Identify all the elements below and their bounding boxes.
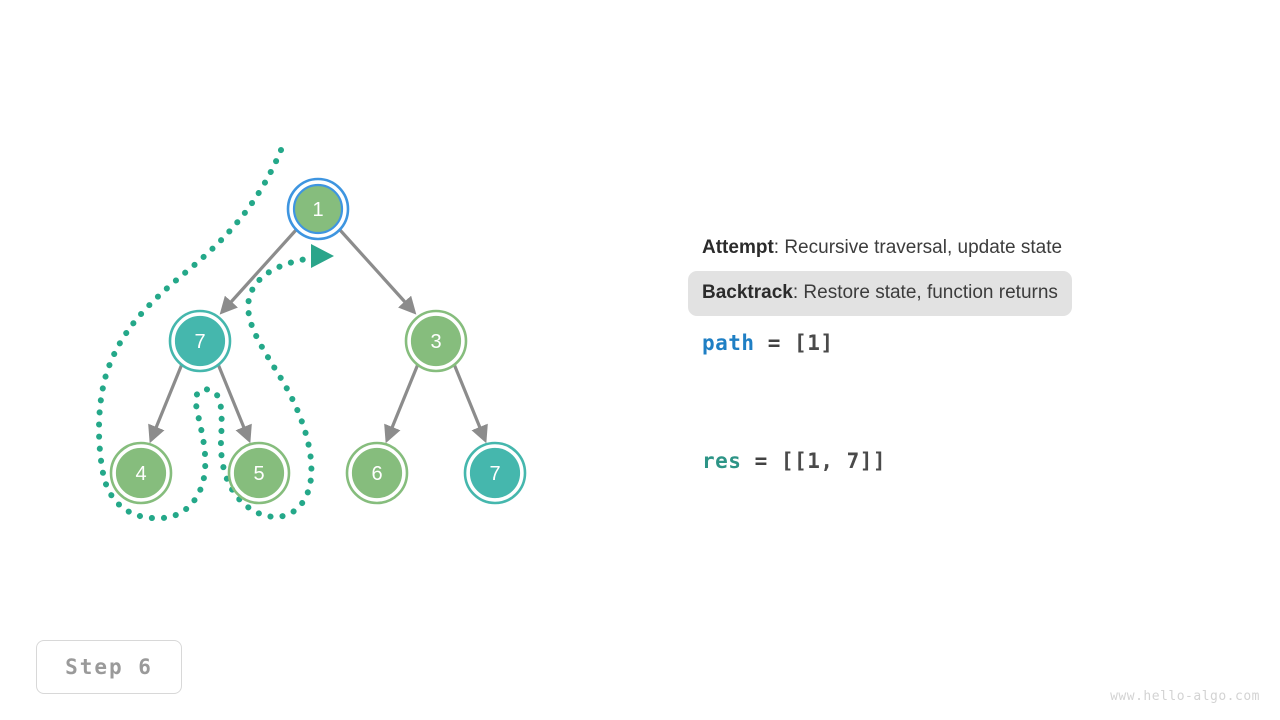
node-6-body bbox=[351, 447, 403, 499]
path-variable-name: path bbox=[702, 331, 755, 355]
tree-nodes: 1 7 3 4 5 bbox=[109, 177, 527, 505]
node-3-outer-ring bbox=[404, 309, 468, 373]
traversal-path-dotted bbox=[96, 147, 334, 522]
tree-edges bbox=[148, 228, 488, 444]
edge-3-7r bbox=[452, 363, 488, 444]
edge-7-5 bbox=[216, 363, 252, 444]
node-7r-outer-ring bbox=[463, 441, 527, 505]
node-7l-outer-ring bbox=[168, 309, 232, 373]
backtrack-description: : Restore state, function returns bbox=[792, 282, 1058, 303]
node-6-outer-ring bbox=[345, 441, 409, 505]
tree-node-3[interactable]: 3 bbox=[404, 309, 468, 373]
node-5-label: 5 bbox=[253, 463, 264, 485]
tree-node-1[interactable]: 1 bbox=[286, 177, 350, 241]
edge-1-7 bbox=[219, 228, 298, 315]
node-4-body bbox=[115, 447, 167, 499]
edge-7-4 bbox=[148, 363, 184, 444]
node-3-white-gap bbox=[408, 313, 464, 369]
node-5-body bbox=[233, 447, 285, 499]
path-value: [1] bbox=[794, 331, 834, 355]
node-7r-body bbox=[469, 447, 521, 499]
tree-node-4[interactable]: 4 bbox=[109, 441, 173, 505]
node-7r-white-gap bbox=[467, 445, 523, 501]
node-1-label: 1 bbox=[312, 199, 323, 221]
path-state-line: path = [1] bbox=[702, 330, 833, 356]
res-variable-name: res bbox=[702, 449, 742, 473]
explanation-panel: Attempt: Recursive traversal, update sta… bbox=[688, 226, 1202, 316]
attempt-label: Attempt bbox=[702, 237, 774, 258]
tree-node-7-right[interactable]: 7 bbox=[463, 441, 527, 505]
node-6-label: 6 bbox=[371, 463, 382, 485]
node-3-body bbox=[410, 315, 462, 367]
traversal-arrowhead bbox=[311, 244, 334, 268]
node-1-white-gap bbox=[290, 181, 346, 237]
node-5-white-gap bbox=[231, 445, 287, 501]
tree-node-6[interactable]: 6 bbox=[345, 441, 409, 505]
backtrack-line: Backtrack: Restore state, function retur… bbox=[688, 271, 1072, 316]
tree-node-5[interactable]: 5 bbox=[227, 441, 291, 505]
watermark: www.hello-algo.com bbox=[1110, 689, 1260, 704]
edge-1-3 bbox=[338, 228, 417, 315]
res-value: [[1, 7]] bbox=[780, 449, 887, 473]
step-badge-label: Step 6 bbox=[65, 655, 153, 679]
attempt-line: Attempt: Recursive traversal, update sta… bbox=[688, 226, 1076, 271]
res-operator: = bbox=[754, 449, 768, 473]
node-7r-label: 7 bbox=[489, 463, 500, 485]
node-7l-body bbox=[174, 315, 226, 367]
attempt-description: : Recursive traversal, update state bbox=[773, 237, 1063, 258]
path-operator: = bbox=[767, 331, 781, 355]
step-badge: Step 6 bbox=[36, 640, 182, 694]
node-3-label: 3 bbox=[430, 331, 441, 353]
tree-node-7-left[interactable]: 7 bbox=[168, 309, 232, 373]
node-7l-white-gap bbox=[172, 313, 228, 369]
node-5-outer-ring bbox=[227, 441, 291, 505]
backtrack-label: Backtrack bbox=[702, 282, 793, 303]
node-6-white-gap bbox=[349, 445, 405, 501]
node-1-body bbox=[292, 183, 344, 235]
node-1-outer-ring bbox=[286, 177, 350, 241]
node-7l-label: 7 bbox=[194, 331, 205, 353]
node-4-white-gap bbox=[113, 445, 169, 501]
node-4-label: 4 bbox=[135, 463, 146, 485]
edge-3-6 bbox=[384, 363, 420, 444]
node-4-outer-ring bbox=[109, 441, 173, 505]
res-state-line: res = [[1, 7]] bbox=[702, 448, 886, 474]
